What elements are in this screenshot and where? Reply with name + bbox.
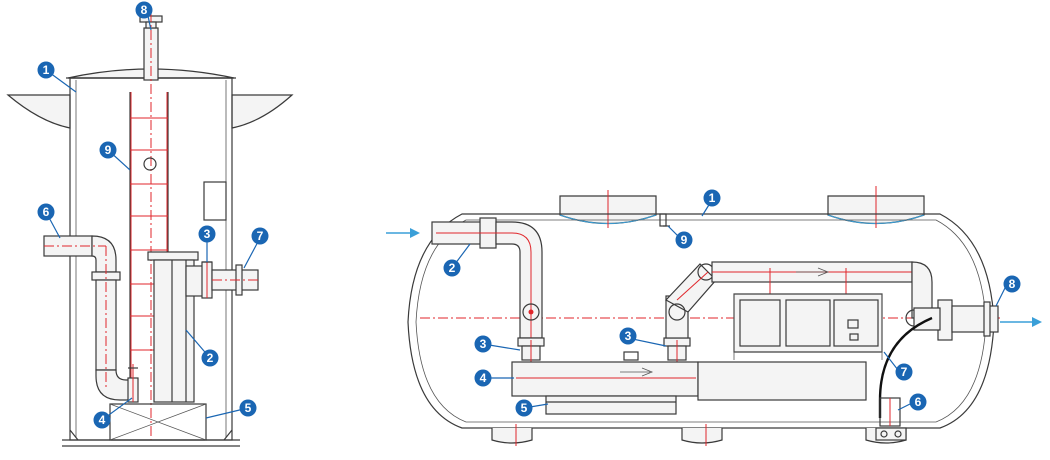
callout-left-4: 4: [93, 411, 111, 429]
ladder: [129, 92, 169, 390]
callout-right-5: 5: [515, 399, 533, 417]
pump-unit: [733, 293, 883, 360]
tank-body: [407, 213, 995, 429]
svg-text:2: 2: [207, 351, 214, 365]
svg-text:4: 4: [480, 371, 487, 385]
callout-right-1: 1: [703, 189, 721, 207]
callout-left-5: 5: [239, 399, 257, 417]
cable: [878, 316, 933, 418]
valve-left-bottom: [127, 364, 139, 403]
callout-right-3b: 3: [619, 327, 637, 345]
callout-right-9: 9: [675, 231, 693, 249]
collector-pipe: [511, 351, 867, 401]
outlet-pipe-left: [185, 258, 259, 299]
svg-text:5: 5: [521, 401, 528, 415]
svg-text:6: 6: [43, 205, 50, 219]
svg-text:3: 3: [204, 227, 211, 241]
svg-text:9: 9: [105, 143, 112, 157]
valve-right-1: [517, 337, 545, 362]
callout-left-8: 8: [135, 1, 153, 19]
svg-text:4: 4: [99, 413, 106, 427]
callout-right-4: 4: [474, 369, 492, 387]
right-wing: [231, 94, 294, 129]
left-wing: [6, 94, 71, 129]
callout-right-8: 8: [1003, 275, 1021, 293]
base-block: [109, 403, 207, 441]
valve-right-2: [663, 337, 691, 362]
inlet-pipe-right: [431, 217, 543, 340]
callout-right-7: 7: [895, 363, 913, 381]
callout-left-2: 2: [201, 349, 219, 367]
svg-text:6: 6: [915, 395, 922, 409]
flow-arrows: [386, 228, 1042, 377]
callout-left-1: 1: [37, 61, 55, 79]
svg-text:9: 9: [681, 233, 688, 247]
svg-text:8: 8: [1009, 277, 1016, 291]
svg-text:1: 1: [43, 63, 50, 77]
svg-text:5: 5: [245, 401, 252, 415]
inlet-pipe-left: [43, 235, 133, 401]
svg-text:7: 7: [257, 229, 264, 243]
callout-left-9: 9: [99, 141, 117, 159]
svg-text:3: 3: [480, 337, 487, 351]
svg-text:1: 1: [709, 191, 716, 205]
float-switch: [875, 397, 907, 441]
svg-text:7: 7: [901, 365, 908, 379]
base-plate: [545, 395, 677, 415]
svg-text:8: 8: [141, 3, 148, 17]
callout-left-3: 3: [198, 225, 216, 243]
horizontal-tank-section: [407, 186, 1000, 446]
callout-right-3a: 3: [474, 335, 492, 353]
callout-right-2: 2: [443, 259, 461, 277]
outlet-pipe-right: [913, 299, 999, 341]
callout-left-6: 6: [37, 203, 55, 221]
callout-right-6: 6: [909, 393, 927, 411]
callout-left-7: 7: [251, 227, 269, 245]
svg-text:3: 3: [625, 329, 632, 343]
svg-text:2: 2: [449, 261, 456, 275]
